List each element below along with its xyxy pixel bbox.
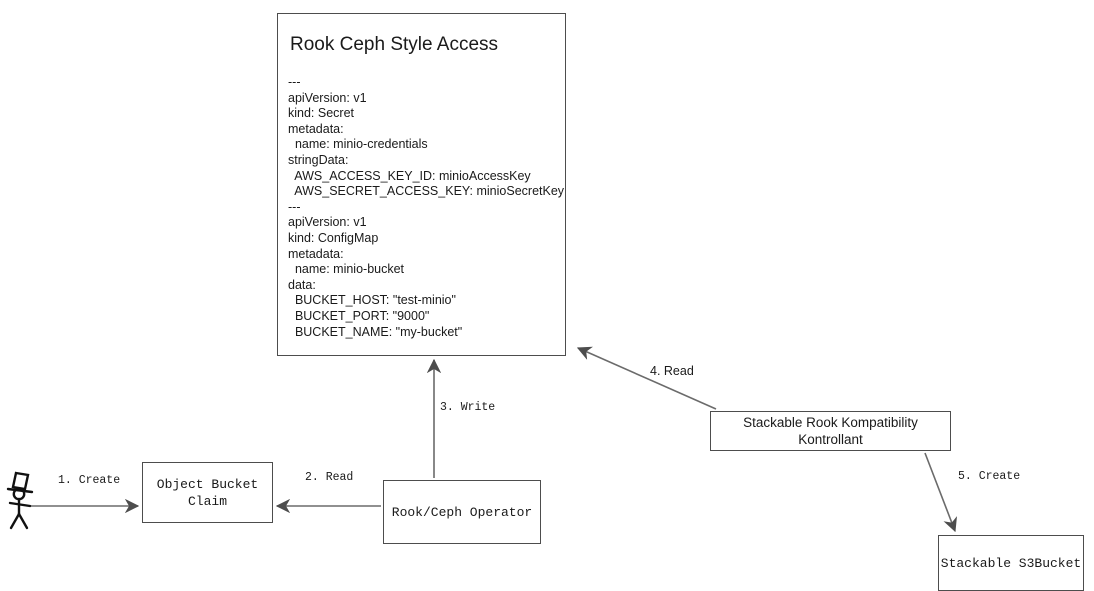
yaml-note-title: Rook Ceph Style Access (290, 34, 499, 55)
actor-stick-figure-icon (6, 471, 34, 530)
edge-label-1-create: 1. Create (58, 474, 121, 487)
yaml-note-body: --- apiVersion: v1 kind: Secret metadata… (288, 75, 565, 339)
edge-label-5-create: 5. Create (958, 470, 1021, 483)
node-stackable-rook-kompatibility-kontrollant[interactable]: Stackable Rook Kompatibility Kontrollant (710, 411, 951, 451)
node-stackable-s3bucket[interactable]: Stackable S3Bucket (938, 535, 1084, 591)
yaml-note-box[interactable]: Rook Ceph Style Access --- apiVersion: v… (277, 13, 566, 356)
edge-5-create-line (924, 452, 957, 533)
node-object-bucket-claim[interactable]: Object Bucket Claim (142, 462, 273, 523)
edge-label-4-read: 4. Read (650, 364, 694, 378)
edge-label-3-write: 3. Write (440, 401, 496, 414)
edge-label-2-read: 2. Read (305, 471, 354, 484)
edge-4-read-line (576, 346, 717, 410)
node-rook-ceph-operator[interactable]: Rook/Ceph Operator (383, 480, 541, 544)
